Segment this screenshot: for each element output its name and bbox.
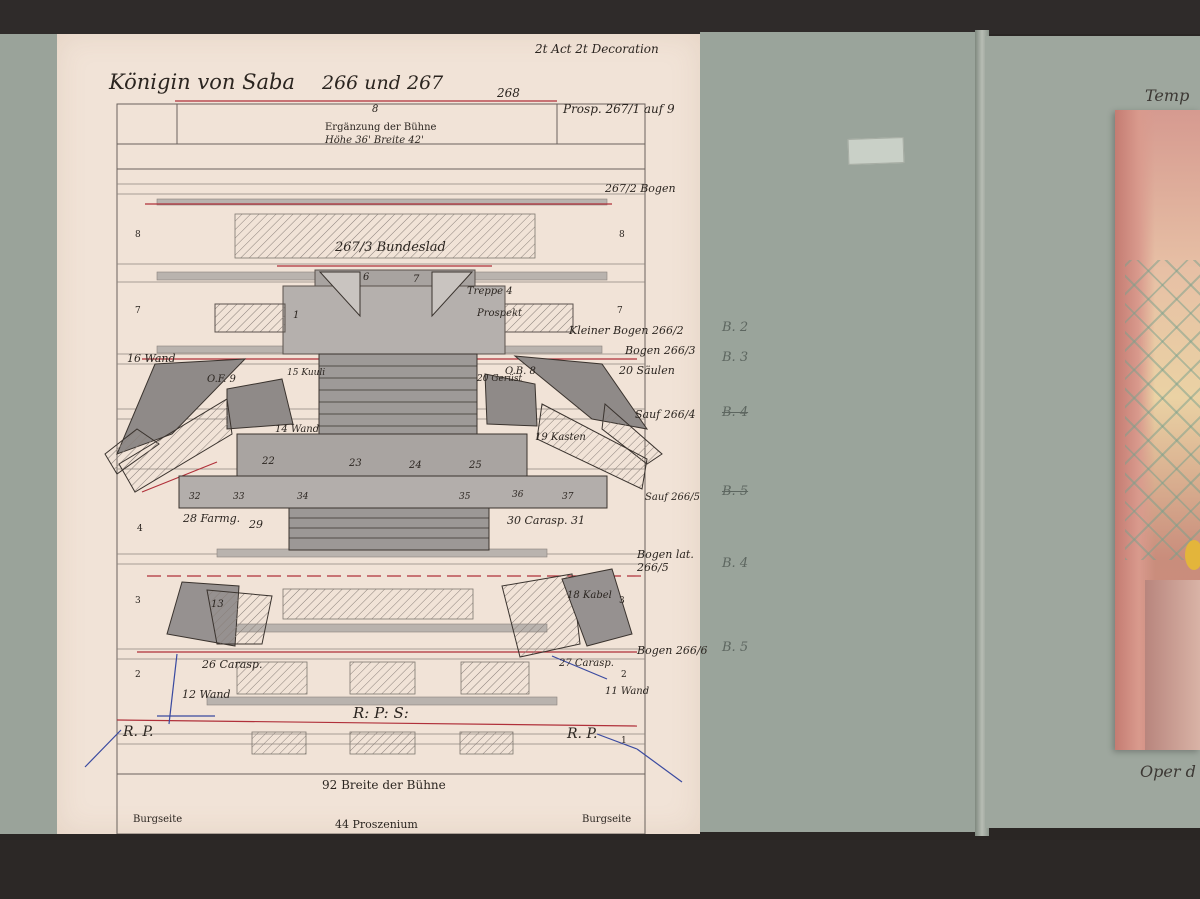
upstage-platform: [214, 269, 574, 355]
stair-number: 34: [297, 492, 309, 502]
row-number-left: 7: [135, 306, 141, 316]
hatched-flats: [234, 213, 536, 755]
pencil-mark: B. 2: [722, 320, 749, 335]
album-cover-bottom: [0, 840, 1200, 899]
right-diagonal-wings: [484, 355, 663, 490]
plan-title: Königin von Saba: [109, 70, 295, 94]
label-prosp: Prosp. 267/1 auf 9: [563, 102, 675, 116]
painted-lattice: [1125, 260, 1200, 560]
label-wand-14: 14 Wand: [275, 424, 320, 435]
album-cover-top: [0, 0, 1200, 34]
label-burgseite-left: Burgseite: [133, 814, 183, 825]
left-diagonal-wings: [104, 358, 294, 493]
album-page-left-edge: [0, 34, 58, 834]
label-bogen-6: Bogen 266/6: [637, 644, 708, 657]
label-bogen-top: 267/2 Bogen: [605, 182, 676, 195]
row-number-right: 7: [617, 306, 623, 316]
right-caption-top: Temp: [1145, 86, 1190, 105]
label-saeulen: 20 Säulen: [619, 364, 675, 377]
label-prospekt: Prospekt: [477, 308, 523, 319]
stair-number: 32: [189, 492, 201, 502]
label-carasp-27: 27 Carasp.: [559, 658, 614, 669]
label-wand-11: 11 Wand: [605, 686, 650, 697]
label-carasp-26: 26 Carasp.: [202, 658, 263, 671]
label-sauf-5: Sauf 266/5: [645, 492, 700, 503]
painted-column: [1145, 580, 1200, 750]
stage-plan-drawing: [84, 100, 683, 834]
platform-number: 1: [293, 310, 300, 321]
stair-number: 24: [409, 460, 422, 471]
label-gerust: 20 Gerüst: [477, 374, 523, 384]
label-13: 13: [211, 599, 224, 610]
platform-number: 7: [413, 274, 420, 285]
pencil-mark: B. 4: [722, 405, 749, 420]
label-treppe: Treppe 4: [467, 286, 513, 297]
row-number-left: 2: [135, 670, 141, 680]
downstage-pieces: [166, 568, 633, 658]
label-rp-right: R. P.: [567, 726, 598, 742]
stair-number: 23: [349, 458, 362, 469]
label-bogen-3: Bogen 266/3: [625, 344, 696, 357]
label-29: 29: [249, 518, 263, 531]
stair-number: 36: [512, 490, 524, 500]
act-decoration: 2t Act 2t Decoration: [535, 42, 659, 56]
paper-tag: [847, 137, 905, 165]
row-number-right: 3: [619, 596, 625, 606]
pencil-mark: B. 4: [722, 556, 749, 571]
label-farmg: 28 Farmg.: [183, 512, 241, 525]
label-proszenium: 44 Proszenium: [335, 818, 418, 831]
watercolor-stage-design: [1115, 110, 1200, 750]
blue-ink-lines: [84, 653, 683, 783]
pencil-mark: B. 3: [722, 350, 749, 365]
label-rps: R: P: S:: [353, 704, 409, 722]
stair-number: 33: [233, 492, 245, 502]
label-bogen-lat: Bogen lat. 266/5: [637, 548, 694, 574]
row-number-left: 3: [135, 596, 141, 606]
label-wand-12: 12 Wand: [182, 688, 231, 701]
row-number-right: 8: [619, 230, 625, 240]
album-page-middle: [700, 32, 980, 832]
stage-extension-title: Ergänzung der Bühne: [325, 122, 437, 133]
label-kasten: 19 Kasten: [535, 432, 586, 443]
pencil-mark: B. 5: [722, 484, 749, 499]
label-carasp: 30 Carasp. 31: [507, 514, 585, 527]
top-number: 268: [497, 86, 520, 100]
label-wand-16: 16 Wand: [127, 352, 176, 365]
stage-extension-size: Höhe 36' Breite 42': [325, 135, 424, 146]
label-breite: 92 Breite der Bühne: [322, 778, 446, 792]
label-kabel: 18 Kabel: [567, 590, 612, 601]
stair-number: 22: [262, 456, 275, 467]
label-bundeslad: 267/3 Bundeslad: [335, 240, 446, 255]
right-caption-bottom: Oper d: [1140, 762, 1196, 781]
circle-number: 8: [372, 104, 379, 115]
platform-number: 6: [363, 272, 370, 283]
label-ob: O.B. 8: [505, 366, 536, 377]
label-of-g: O.F. 9: [207, 374, 236, 385]
central-stairs: [178, 353, 608, 551]
label-sauf: Sauf 266/4: [635, 408, 696, 421]
label-kleiner-bogen: Kleiner Bogen 266/2: [569, 324, 684, 337]
row-number-left: 8: [135, 230, 141, 240]
plate-numbers: 266 und 267: [322, 72, 444, 94]
stair-number: 35: [459, 492, 471, 502]
stage-grid-lines: [117, 183, 645, 745]
row-number-left: 4: [137, 524, 143, 534]
label-rp-left: R. P.: [123, 724, 154, 740]
label-burgseite-right: Burgseite: [582, 814, 632, 825]
stair-number: 37: [562, 492, 574, 502]
stage-plan-sheet: Königin von Saba 266 und 267 2t Act 2t D…: [57, 34, 708, 834]
row-number-right: 1: [621, 736, 627, 746]
row-number-right: 2: [621, 670, 627, 680]
label-kuuli: 15 Kuuli: [287, 368, 326, 378]
stair-number: 25: [469, 460, 482, 471]
pencil-mark: B. 5: [722, 640, 749, 655]
painted-flower: [1185, 540, 1200, 570]
